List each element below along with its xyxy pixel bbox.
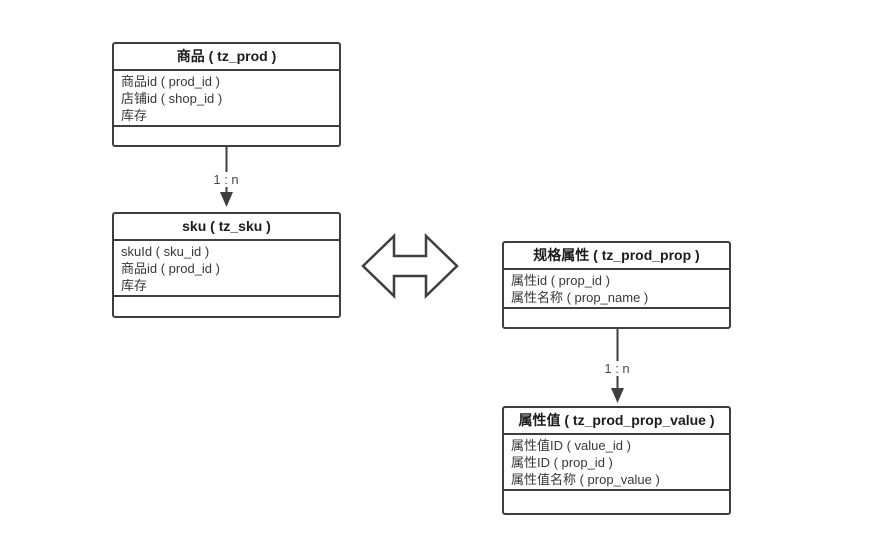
entity-field: 店铺id ( shop_id ) [121,91,223,106]
relation-label: 1 : n [210,172,242,187]
entity-empty-section [504,491,729,513]
entity-empty-section [114,297,339,316]
entity-prod-prop: 规格属性 ( tz_prod_prop ) 属性id ( prop_id ) 属… [502,241,731,329]
entity-prod: 商品 ( tz_prod ) 商品id ( prod_id ) 店铺id ( s… [112,42,341,147]
entity-field: 属性值ID ( value_id ) [511,438,631,453]
entity-field: 属性ID ( prop_id ) [511,455,613,470]
arrowhead-down-icon [611,388,624,403]
entity-title: 属性值 ( tz_prod_prop_value ) [504,408,729,435]
entity-field-list: 属性值ID ( value_id ) 属性ID ( prop_id ) 属性值名… [504,435,729,491]
entity-field: 属性值名称 ( prop_value ) [511,472,660,487]
entity-field-list: skuId ( sku_id ) 商品id ( prod_id ) 库存 [114,241,339,297]
entity-field: 属性名称 ( prop_name ) [511,290,649,305]
entity-prod-prop-value: 属性值 ( tz_prod_prop_value ) 属性值ID ( value… [502,406,731,515]
entity-empty-section [114,127,339,145]
entity-field-list: 属性id ( prop_id ) 属性名称 ( prop_name ) [504,270,729,309]
double-arrow-icon [361,233,459,299]
entity-field: skuId ( sku_id ) [121,244,210,259]
entity-field: 商品id ( prod_id ) [121,74,220,89]
relation-label: 1 : n [601,361,633,376]
entity-field: 属性id ( prop_id ) [511,273,610,288]
entity-field: 库存 [121,108,148,123]
relation-arrow-prop-value [611,329,624,403]
entity-title: 商品 ( tz_prod ) [114,44,339,71]
entity-field: 商品id ( prod_id ) [121,261,220,276]
entity-title: sku ( tz_sku ) [114,214,339,241]
entity-field: 库存 [121,278,148,293]
entity-empty-section [504,309,729,327]
entity-sku: sku ( tz_sku ) skuId ( sku_id ) 商品id ( p… [112,212,341,318]
arrowhead-down-icon [220,192,233,207]
entity-field-list: 商品id ( prod_id ) 店铺id ( shop_id ) 库存 [114,71,339,127]
entity-title: 规格属性 ( tz_prod_prop ) [504,243,729,270]
